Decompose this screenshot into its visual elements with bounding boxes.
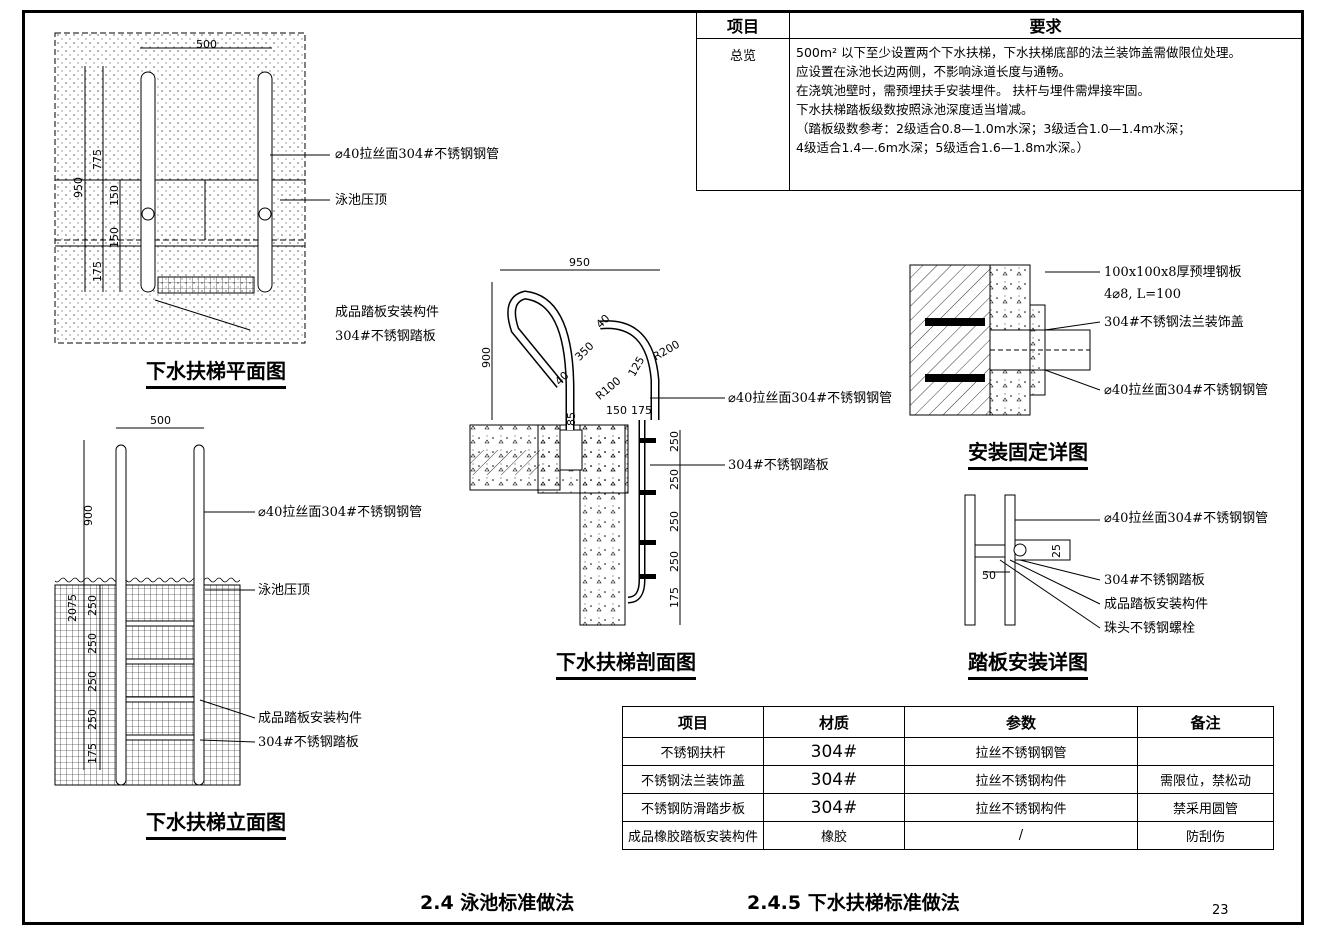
tread-detail-drawing (964, 494, 1101, 629)
req-line: 在浇筑池壁时，需预埋扶手安装埋件。 扶杆与埋件需焊接牢固。 (796, 83, 1150, 98)
tread-label-pipe: ⌀40拉丝面304#不锈钢钢管 (1104, 511, 1269, 526)
mat-cell (1137, 737, 1274, 766)
req-line: 500m² 以下至少设置两个下水扶梯，下水扶梯底部的法兰装饰盖需做限位处理。 (796, 45, 1242, 60)
elev-dim-width: 500 (150, 414, 171, 427)
elev-dim-900: 900 (82, 505, 95, 526)
tread-dim-50: 50 (982, 569, 996, 582)
plan-dim-150a: 150 (108, 185, 121, 206)
plan-dim-950: 950 (72, 177, 85, 198)
elev-label-coping: 泳池压顶 (258, 583, 311, 598)
mat-cell: 不锈钢防滑踏步板 (622, 793, 764, 822)
install-detail-drawing (909, 264, 1101, 416)
plan-view-title: 下水扶梯平面图 (146, 355, 286, 389)
plan-label-pipe: ⌀40拉丝面304#不锈钢钢管 (335, 147, 500, 162)
mat-header: 参数 (904, 706, 1138, 738)
req-header-requirement: 要求 (789, 11, 1302, 39)
elev-dim-s3: 250 (86, 671, 99, 692)
mat-header: 项目 (622, 706, 764, 738)
sect-dim-s5: 175 (668, 587, 681, 608)
table-row: 成品橡胶踏板安装构件 橡胶 / 防刮伤 (622, 821, 1274, 850)
sect-dim-85: 85 (565, 412, 578, 426)
mat-cell: 拉丝不锈钢构件 (904, 793, 1138, 822)
mat-cell: 橡胶 (763, 821, 905, 850)
sect-label-pipe: ⌀40拉丝面304#不锈钢钢管 (728, 391, 893, 406)
sect-dim-150: 150 (606, 404, 627, 417)
plan-label-fitting: 成品踏板安装构件 (335, 305, 440, 320)
table-row: 不锈钢扶杆 304# 拉丝不锈钢钢管 (622, 737, 1274, 766)
mat-cell: 不锈钢扶杆 (622, 737, 764, 766)
sect-dim-s1: 250 (668, 431, 681, 452)
elev-label-tread: 304#不锈钢踏板 (258, 735, 359, 750)
elev-dim-s4: 250 (86, 709, 99, 730)
elev-dim-s5: 175 (86, 743, 99, 764)
inst-label-pipe: ⌀40拉丝面304#不锈钢钢管 (1104, 383, 1269, 398)
elev-dim-2075: 2075 (66, 594, 79, 622)
materials-table: 项目 材质 参数 备注 不锈钢扶杆 304# 拉丝不锈钢钢管 不锈钢法兰装饰盖 … (622, 706, 1274, 850)
inst-label-bars: 4⌀8, L=100 (1104, 287, 1181, 302)
sect-dim-s3: 250 (668, 511, 681, 532)
plan-dim-150b: 150 (108, 227, 121, 248)
elev-dim-s1: 250 (86, 595, 99, 616)
req-row-key: 总览 (696, 38, 790, 191)
plan-label-coping: 泳池压顶 (335, 193, 388, 208)
req-line: 4级适合1.4—.6m水深；5级适合1.6—1.8m水深。） (796, 140, 1090, 155)
install-detail-title: 安装固定详图 (968, 436, 1088, 470)
sect-label-tread: 304#不锈钢踏板 (728, 458, 829, 473)
table-row: 不锈钢防滑踏步板 304# 拉丝不锈钢构件 禁采用圆管 (622, 793, 1274, 822)
sect-dim-950: 950 (569, 256, 590, 269)
sect-dim-175: 175 (631, 404, 652, 417)
inst-label-flange: 304#不锈钢法兰装饰盖 (1104, 315, 1244, 330)
inst-label-plate: 100x100x8厚预埋钢板 (1104, 265, 1242, 280)
elev-dim-s2: 250 (86, 633, 99, 654)
footer-section: 2.4 泳池标准做法 (420, 892, 575, 914)
mat-header: 材质 (763, 706, 905, 738)
req-row-content: 500m² 以下至少设置两个下水扶梯，下水扶梯底部的法兰装饰盖需做限位处理。 应… (789, 38, 1302, 191)
section-view-drawing (469, 269, 725, 626)
req-line: 应设置在泳池长边两侧，不影响泳道长度与通畅。 (796, 64, 1072, 79)
tread-dim-25: 25 (1050, 544, 1063, 558)
mat-header: 备注 (1137, 706, 1274, 738)
mat-cell: 304# (763, 765, 905, 794)
sect-dim-s4: 250 (668, 551, 681, 572)
tread-label-bolt: 珠头不锈钢螺栓 (1104, 621, 1196, 636)
plan-dim-width: 500 (196, 38, 217, 51)
tread-detail-title: 踏板安装详图 (968, 646, 1088, 680)
mat-cell: / (904, 821, 1138, 850)
sect-dim-900: 900 (480, 347, 493, 368)
drawing-frame (22, 10, 1304, 925)
page-number: 23 (1212, 903, 1229, 918)
table-row: 不锈钢法兰装饰盖 304# 拉丝不锈钢构件 需限位，禁松动 (622, 765, 1274, 794)
mat-cell: 304# (763, 793, 905, 822)
elev-label-pipe: ⌀40拉丝面304#不锈钢钢管 (258, 505, 423, 520)
section-view-title: 下水扶梯剖面图 (556, 646, 696, 680)
mat-cell: 禁采用圆管 (1137, 793, 1274, 822)
mat-cell: 需限位，禁松动 (1137, 765, 1274, 794)
elevation-view-title: 下水扶梯立面图 (146, 806, 286, 840)
plan-label-tread: 304#不锈钢踏板 (335, 329, 436, 344)
elev-label-fitting: 成品踏板安装构件 (258, 711, 363, 726)
plan-dim-175: 175 (91, 261, 104, 282)
elevation-view-drawing (54, 427, 256, 786)
plan-dim-775: 775 (91, 149, 104, 170)
req-line: （踏板级数参考：2级适合0.8—1.0m水深；3级适合1.0—1.4m水深； (796, 121, 1191, 136)
mat-cell: 拉丝不锈钢钢管 (904, 737, 1138, 766)
mat-cell: 拉丝不锈钢构件 (904, 765, 1138, 794)
mat-cell: 不锈钢法兰装饰盖 (622, 765, 764, 794)
sect-dim-s2: 250 (668, 469, 681, 490)
plan-view-drawing (54, 32, 330, 344)
mat-cell: 防刮伤 (1137, 821, 1274, 850)
tread-label-fitting: 成品踏板安装构件 (1104, 597, 1209, 612)
req-line: 下水扶梯踏板级数按照泳池深度适当增减。 (796, 102, 1034, 117)
tread-label-tread: 304#不锈钢踏板 (1104, 573, 1205, 588)
footer-subsection: 2.4.5 下水扶梯标准做法 (747, 892, 960, 914)
requirements-table: 项目 要求 总览 500m² 以下至少设置两个下水扶梯，下水扶梯底部的法兰装饰盖… (696, 11, 1302, 191)
mat-cell: 304# (763, 737, 905, 766)
mat-cell: 成品橡胶踏板安装构件 (622, 821, 764, 850)
req-header-item: 项目 (696, 11, 790, 39)
